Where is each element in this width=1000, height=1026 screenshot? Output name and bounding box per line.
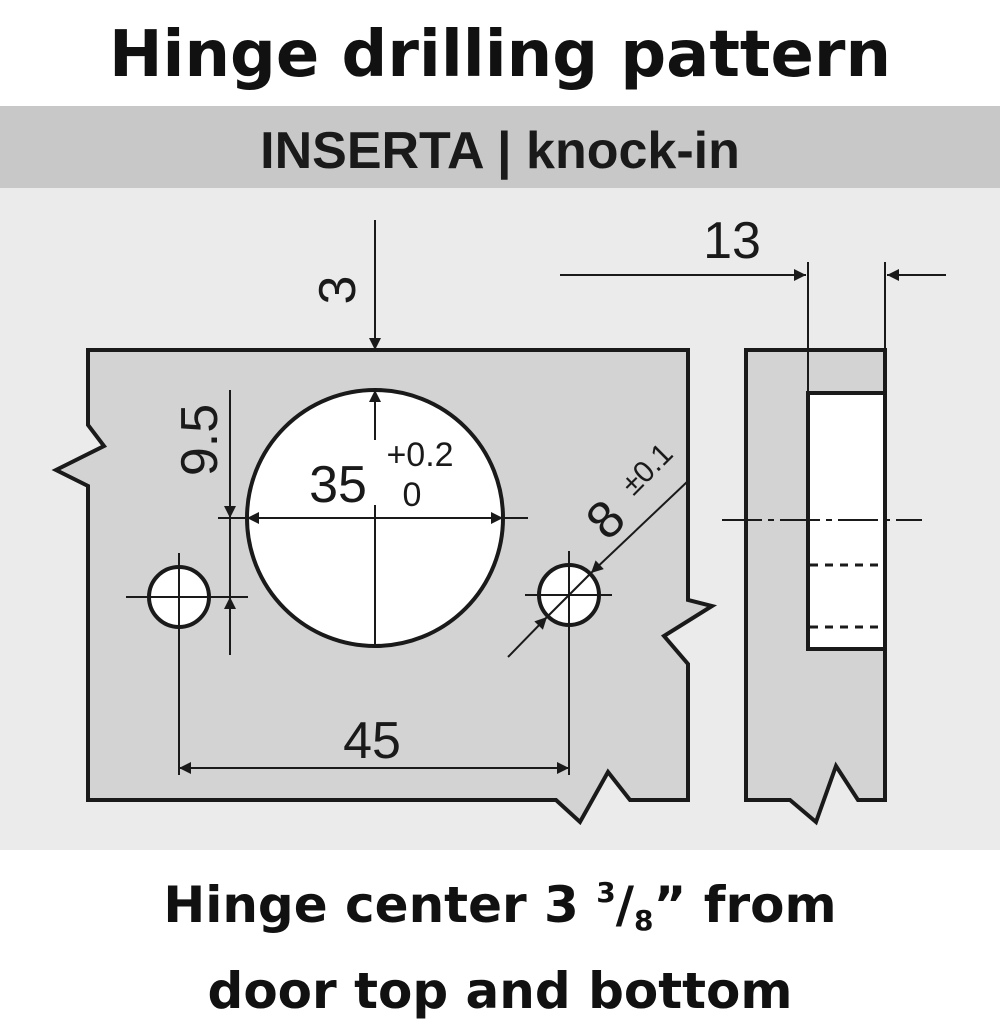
diagram-svg: 13 35 +0.2 0 3 9.5 8 ±0.1 [51,212,946,826]
footer-prefix: Hinge center 3 [163,876,597,934]
dim-35-label: 35 [309,456,367,514]
footer-line-1: Hinge center 3 3/8” from [0,858,1000,956]
dim-9-5-label: 9.5 [171,404,229,476]
dim-13-label: 13 [703,212,761,270]
page-title: Hinge drilling pattern [108,18,892,92]
dim-35-tol-lower: 0 [403,476,422,514]
fraction-numerator: 3 [596,876,616,909]
fraction-slash: / [615,876,635,934]
footer-suffix: ” from [653,876,837,934]
dim-8-through [546,572,592,618]
product-banner: INSERTA | knock-in [0,106,1000,188]
dim-8-arrow-lower [507,616,548,658]
dim-45-label: 45 [343,712,401,770]
fraction-denominator: 8 [634,904,654,937]
footer-note: Hinge center 3 3/8” from door top and bo… [0,858,1000,1026]
dim-3-label: 3 [309,276,367,305]
drilling-diagram: 13 35 +0.2 0 3 9.5 8 ±0.1 [0,188,1000,850]
dim-35-tol-upper: +0.2 [386,436,453,474]
dim-8-leader [590,480,689,574]
footer-line-2: door top and bottom [207,962,793,1020]
